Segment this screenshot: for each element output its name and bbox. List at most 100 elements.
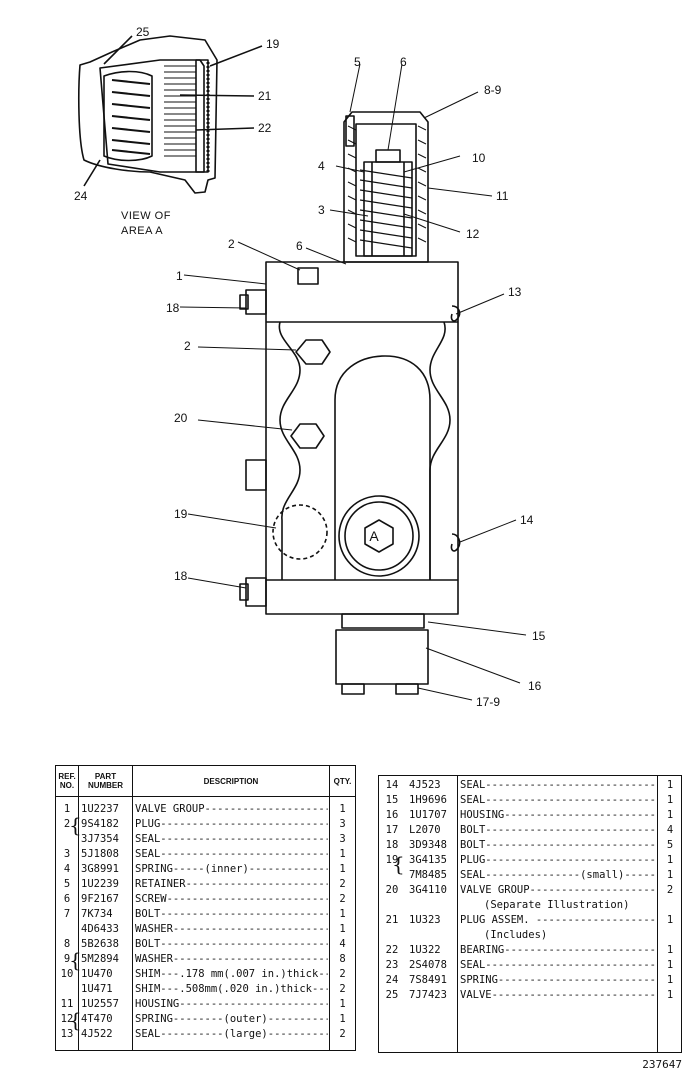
- group-brace: {: [69, 948, 82, 972]
- qty-cell: 1: [666, 914, 674, 926]
- callout-22: 21: [258, 89, 272, 103]
- ref-no-cell: 19: [385, 854, 399, 866]
- description-cell: PLUG------------------------------: [135, 818, 328, 830]
- callout-13: 13: [508, 285, 522, 299]
- ref-no-cell: 22: [385, 944, 399, 956]
- part-number-cell: 9F2167: [81, 893, 119, 905]
- ref-no-cell: 3: [63, 848, 71, 860]
- description-cell: SEAL------------------------------------: [460, 959, 655, 971]
- part-number-cell: 3J7354: [81, 833, 119, 845]
- qty-cell: 1: [339, 1013, 346, 1025]
- ref-no-cell: 11: [60, 998, 74, 1010]
- part-number-cell: 1U2557: [81, 998, 119, 1010]
- table-row: 17L2070BOLT-----------------------------…: [379, 823, 681, 838]
- description-cell: VALVE GROUP---------------------: [135, 803, 328, 815]
- description-cell: SEAL------------------------------------: [460, 794, 655, 806]
- table-row: 151H9696SEAL----------------------------…: [379, 793, 681, 808]
- part-number-cell: 5M2894: [81, 953, 119, 965]
- callout-24: 24: [74, 189, 88, 203]
- description-cell: SCREW---------------------------: [135, 893, 328, 905]
- lower-housing: [335, 613, 429, 695]
- callout-4: 3: [318, 203, 325, 217]
- callout-12: 12: [466, 227, 480, 241]
- ref-no-cell: 25: [385, 989, 399, 1001]
- qty-cell: 3: [339, 818, 346, 830]
- ref-no-header: REF.NO.: [58, 772, 76, 790]
- figure-number: 237647: [642, 1058, 682, 1071]
- qty-cell: 2: [339, 968, 346, 980]
- callout-17-9: 17-9: [476, 695, 500, 709]
- qty-cell: 1: [666, 959, 674, 971]
- callout-23: 22: [258, 121, 272, 135]
- callout-6: 5: [354, 55, 361, 69]
- description-cell: BOLT------------------------------------: [460, 839, 655, 851]
- part-number-cell: 1H9696: [409, 794, 447, 806]
- description-cell: SEAL----------(large)-------------: [135, 1028, 328, 1040]
- qty-cell: 1: [666, 809, 674, 821]
- callout-10: 10: [472, 151, 486, 165]
- ref-no-cell: 14: [385, 779, 399, 791]
- description-cell: RETAINER-----------------------: [135, 878, 328, 890]
- qty-cell: 4: [339, 938, 346, 950]
- view-label-line1: VIEW OF: [121, 210, 171, 222]
- qty-cell: 2: [339, 878, 346, 890]
- description-cell: SPRING---------------------------------: [460, 974, 655, 986]
- table-row: (Includes): [379, 928, 681, 943]
- ref-no-cell: 7: [63, 908, 71, 920]
- part-number-cell: 7M8485: [409, 869, 447, 881]
- table-row: 7M8485 SEAL---------------(small)--------…: [379, 868, 681, 883]
- qty-cell: 1: [339, 998, 346, 1010]
- table-row: 193G4135PLUG----------------------------…: [379, 853, 681, 868]
- ref-no-cell: 17: [385, 824, 399, 836]
- view-label-line2: AREA A: [121, 225, 163, 237]
- area-a-detail-view: [78, 35, 218, 194]
- qty-cell: 1: [666, 944, 674, 956]
- part-number-cell: 7J7423: [409, 989, 447, 1001]
- ref-no-cell: 4: [63, 863, 71, 875]
- description-cell: PLUG------------------------------------: [460, 854, 655, 866]
- callout-3: 6: [296, 239, 303, 253]
- description-cell: HOUSING--------------------------------: [460, 809, 655, 821]
- part-number-cell: L2070: [409, 824, 441, 836]
- table-row: (Separate Illustration): [379, 898, 681, 913]
- ref-no-cell: 9: [63, 953, 71, 965]
- part-number-cell: 1U1707: [409, 809, 447, 821]
- group-brace: {: [392, 852, 405, 876]
- qty-cell: 5: [666, 839, 674, 851]
- part-number-cell: 2S4078: [409, 959, 447, 971]
- table-row: 144J523SEAL-----------------------------…: [379, 778, 681, 793]
- upper-housing: [343, 111, 429, 263]
- qty-cell: 2: [339, 893, 346, 905]
- qty-cell: 1: [666, 779, 674, 791]
- group-brace: {: [69, 1008, 82, 1032]
- ref-no-cell: 2: [63, 818, 71, 830]
- qty-cell: 8: [339, 953, 346, 965]
- table-row: 247S8491SPRING--------------------------…: [379, 973, 681, 988]
- description-cell: WASHER--------------------------: [135, 953, 328, 965]
- callout-16: 16: [528, 679, 542, 693]
- part-number-cell: 4T470: [81, 1013, 113, 1025]
- qty-header: QTY.: [333, 776, 352, 786]
- ref-no-cell: 10: [60, 968, 74, 980]
- part-number-cell: 5B2638: [81, 938, 119, 950]
- description-cell: SHIM---.178 mm(.007 in.)thick--: [135, 968, 328, 980]
- ref-no-cell: 18: [385, 839, 399, 851]
- description-cell: SEAL---------------(small)-------------: [460, 869, 655, 881]
- qty-cell: 2: [339, 983, 346, 995]
- part-number-cell: 7K734: [81, 908, 113, 920]
- callout-15: 15: [532, 629, 546, 643]
- valve-body: [239, 261, 461, 615]
- table-row: 35J1808SEAL-----------------------------…: [56, 847, 355, 862]
- table-row: 85B2638BOLT-----------------------------…: [56, 937, 355, 952]
- qty-cell: 1: [339, 908, 346, 920]
- table-row: 77K734BOLT------------------------------…: [56, 907, 355, 922]
